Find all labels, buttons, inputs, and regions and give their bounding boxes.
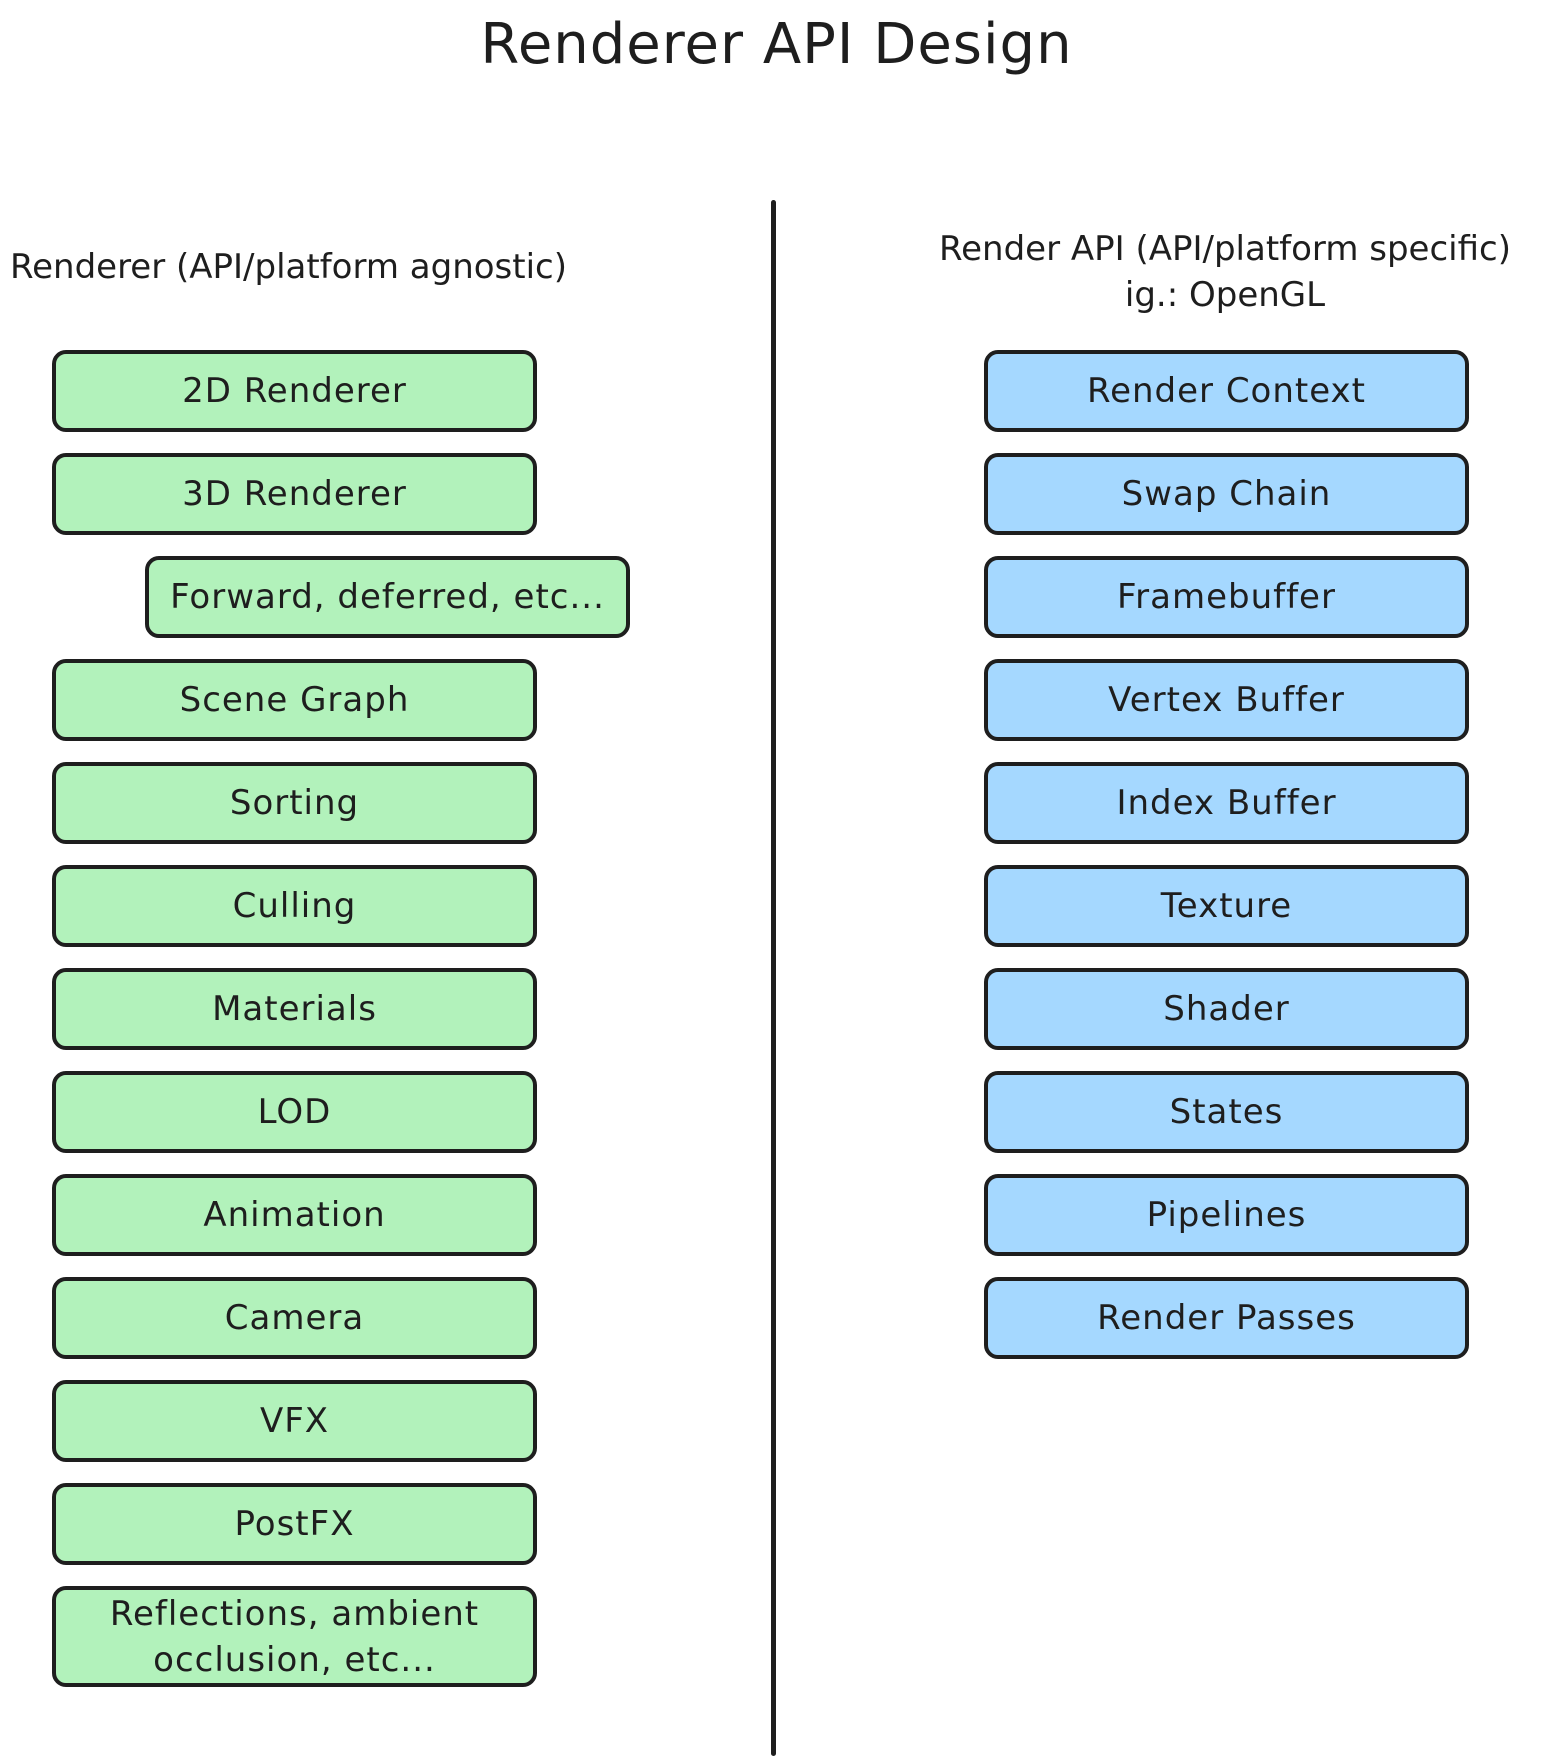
- box-forward-deferred: Forward, deferred, etc...: [145, 556, 630, 638]
- box-render-passes: Render Passes: [984, 1277, 1469, 1359]
- right-heading-line-2: ig.: OpenGL: [1124, 275, 1326, 315]
- box-lod: LOD: [52, 1071, 537, 1153]
- box-2d-renderer: 2D Renderer: [52, 350, 537, 432]
- box-postfx: PostFX: [52, 1483, 537, 1565]
- box-materials: Materials: [52, 968, 537, 1050]
- box-animation: Animation: [52, 1174, 537, 1256]
- column-divider: [771, 200, 776, 1756]
- left-column-heading: Renderer (API/platform agnostic): [10, 247, 567, 287]
- box-culling: Culling: [52, 865, 537, 947]
- box-framebuffer: Framebuffer: [984, 556, 1469, 638]
- diagram-title: Renderer API Design: [480, 12, 1073, 77]
- box-states: States: [984, 1071, 1469, 1153]
- box-index-buffer: Index Buffer: [984, 762, 1469, 844]
- box-vertex-buffer: Vertex Buffer: [984, 659, 1469, 741]
- box-reflections-ao: Reflections, ambient occlusion, etc...: [52, 1586, 537, 1687]
- box-shader: Shader: [984, 968, 1469, 1050]
- right-heading-line-1: Render API (API/platform specific): [939, 229, 1511, 269]
- box-3d-renderer: 3D Renderer: [52, 453, 537, 535]
- box-pipelines: Pipelines: [984, 1174, 1469, 1256]
- box-scene-graph: Scene Graph: [52, 659, 537, 741]
- box-sorting: Sorting: [52, 762, 537, 844]
- box-swap-chain: Swap Chain: [984, 453, 1469, 535]
- box-vfx: VFX: [52, 1380, 537, 1462]
- box-camera: Camera: [52, 1277, 537, 1359]
- box-texture: Texture: [984, 865, 1469, 947]
- box-render-context: Render Context: [984, 350, 1469, 432]
- right-column-heading: Render API (API/platform specific) ig.: …: [910, 226, 1540, 318]
